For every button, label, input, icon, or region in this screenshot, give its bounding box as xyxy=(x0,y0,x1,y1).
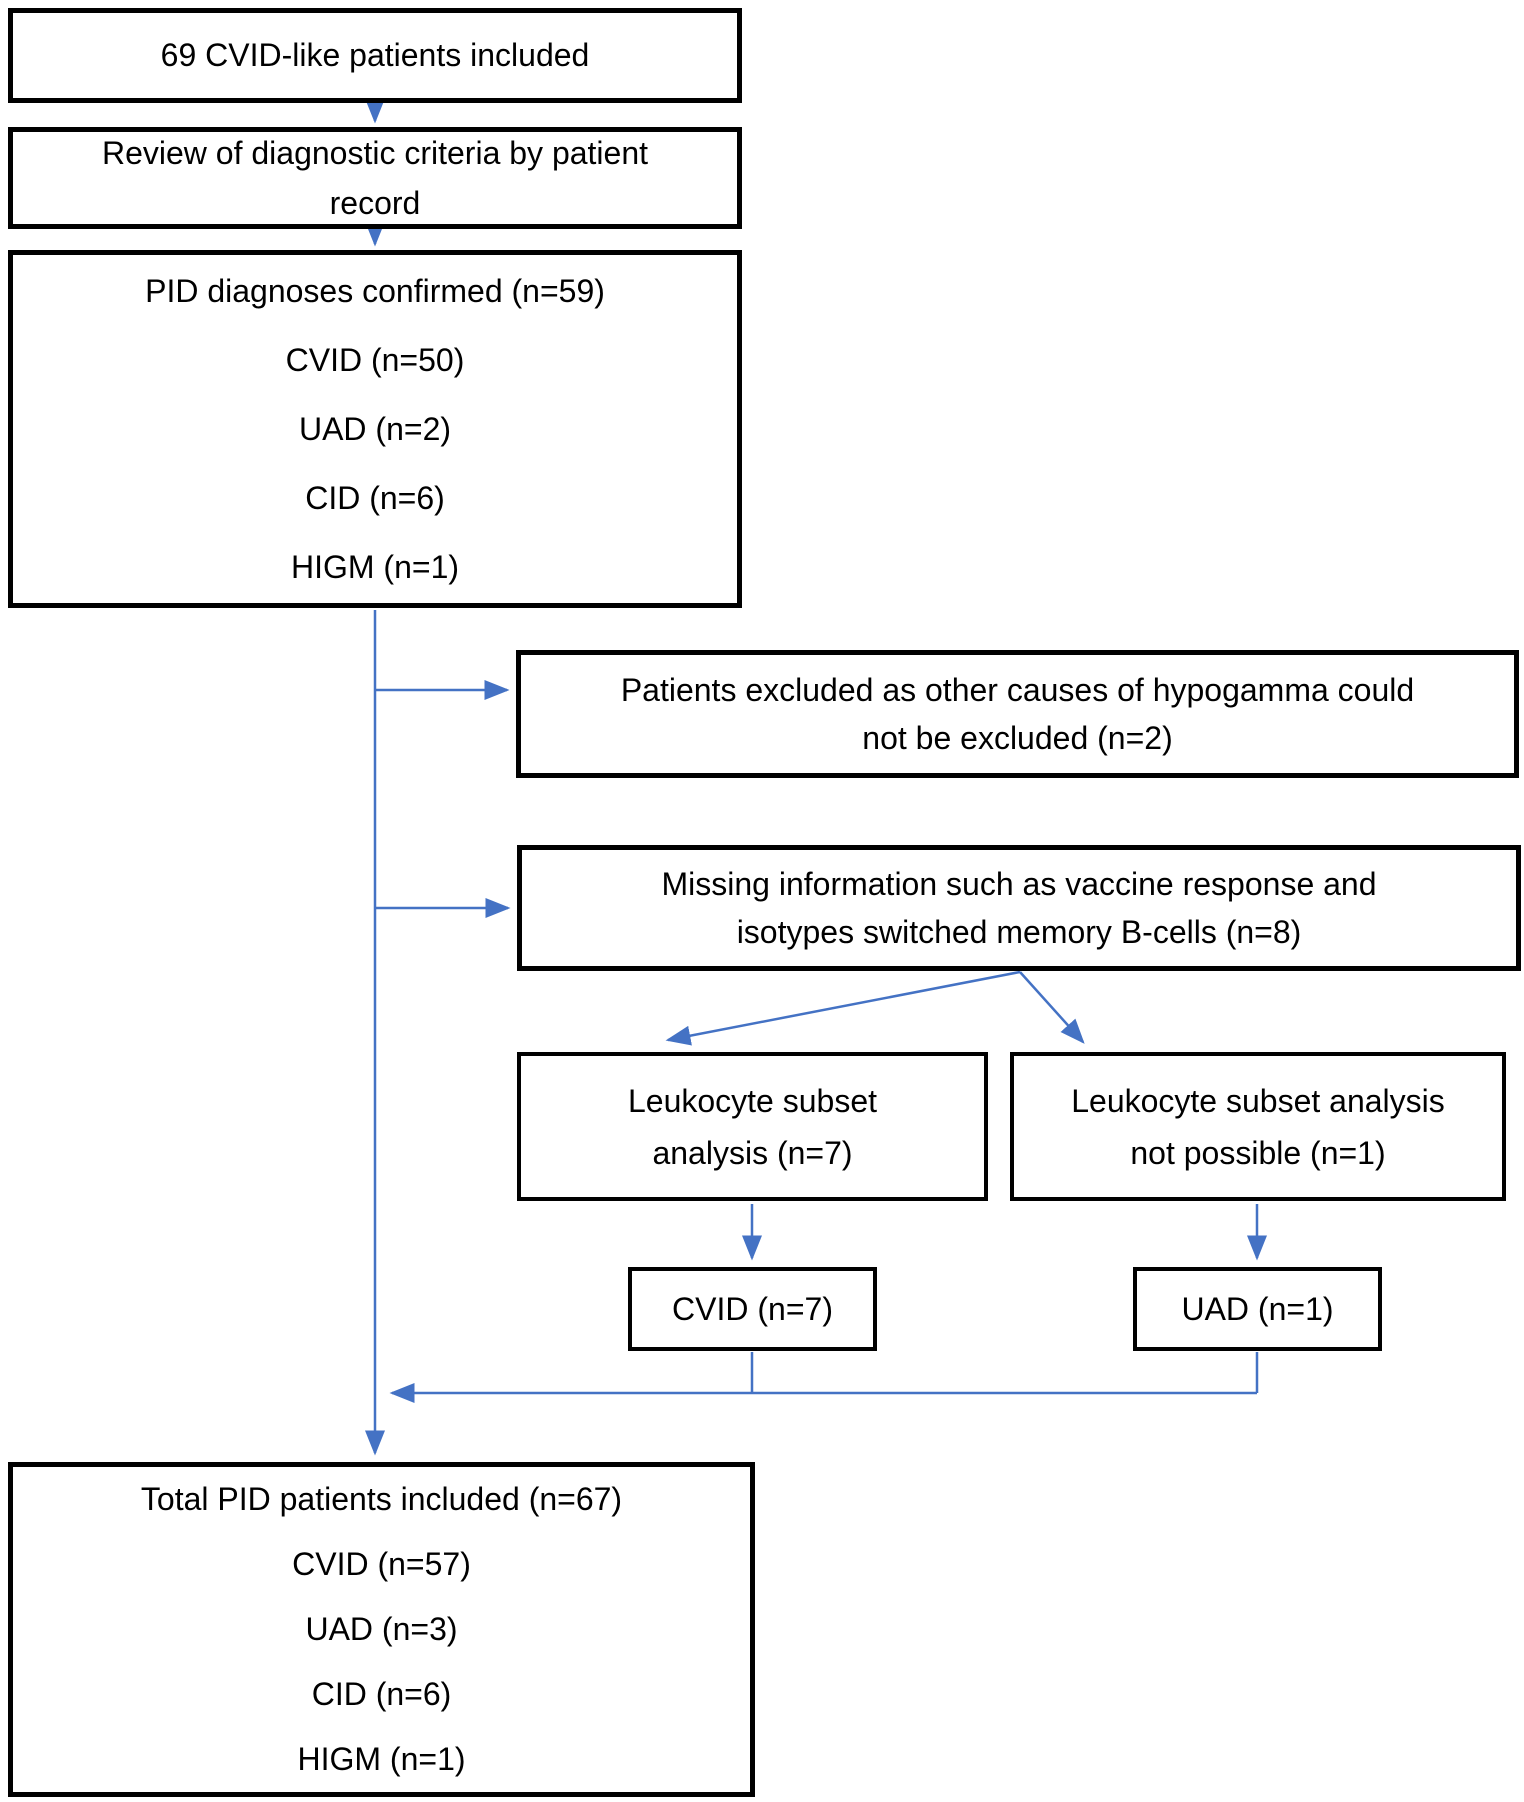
box-line: Review of diagnostic criteria by patient xyxy=(101,135,649,171)
box-line: CVID (n=57) xyxy=(292,1546,471,1582)
box-line: Leukocyte subset xyxy=(627,1082,878,1119)
box-line: record xyxy=(329,185,421,221)
box-line: CID (n=6) xyxy=(305,479,445,516)
box-line: CVID (n=7) xyxy=(672,1290,833,1327)
box-line: Patients excluded as other causes of hyp… xyxy=(620,672,1415,708)
box-line: PID diagnoses confirmed (n=59) xyxy=(145,272,605,309)
box-line: Missing information such as vaccine resp… xyxy=(661,866,1377,902)
box-leukocyte-analysis-not-possible: Leukocyte subset analysis not possible (… xyxy=(1010,1052,1506,1201)
arrow-missing-to-leukocyte-analysis xyxy=(665,970,1021,1046)
box-patients-included: 69 CVID-like patients included xyxy=(8,8,742,103)
box-line: CID (n=6) xyxy=(311,1676,452,1712)
box-review-criteria: Review of diagnostic criteria by patient… xyxy=(8,127,742,229)
box-line: CVID (n=50) xyxy=(285,341,465,378)
box-line: isotypes switched memory B-cells (n=8) xyxy=(736,914,1302,950)
box-line: UAD (n=1) xyxy=(1181,1290,1334,1327)
box-line: analysis (n=7) xyxy=(652,1134,853,1171)
box-leukocyte-subset-analysis: Leukocyte subset analysis (n=7) xyxy=(517,1052,988,1201)
box-excluded-hypogamma: Patients excluded as other causes of hyp… xyxy=(516,650,1519,778)
box-line: UAD (n=2) xyxy=(298,410,452,447)
box-line: HIGM (n=1) xyxy=(297,1741,466,1777)
box-pid-diagnoses-confirmed: PID diagnoses confirmed (n=59) CVID (n=5… xyxy=(8,250,742,608)
box-line: HIGM (n=1) xyxy=(290,548,460,585)
box-cvid-n7: CVID (n=7) xyxy=(628,1267,877,1351)
box-line: not possible (n=1) xyxy=(1130,1134,1386,1171)
box-total-pid-included: Total PID patients included (n=67) CVID … xyxy=(8,1462,755,1797)
arrow-missing-to-leukocyte-not-possible xyxy=(1019,971,1085,1044)
box-line: 69 CVID-like patients included xyxy=(160,37,590,73)
box-line: not be excluded (n=2) xyxy=(862,720,1173,756)
box-line: Total PID patients included (n=67) xyxy=(140,1481,623,1517)
box-uad-n1: UAD (n=1) xyxy=(1133,1267,1382,1351)
box-missing-information: Missing information such as vaccine resp… xyxy=(517,845,1521,971)
box-line: UAD (n=3) xyxy=(305,1611,458,1647)
box-line: Leukocyte subset analysis xyxy=(1071,1082,1445,1119)
